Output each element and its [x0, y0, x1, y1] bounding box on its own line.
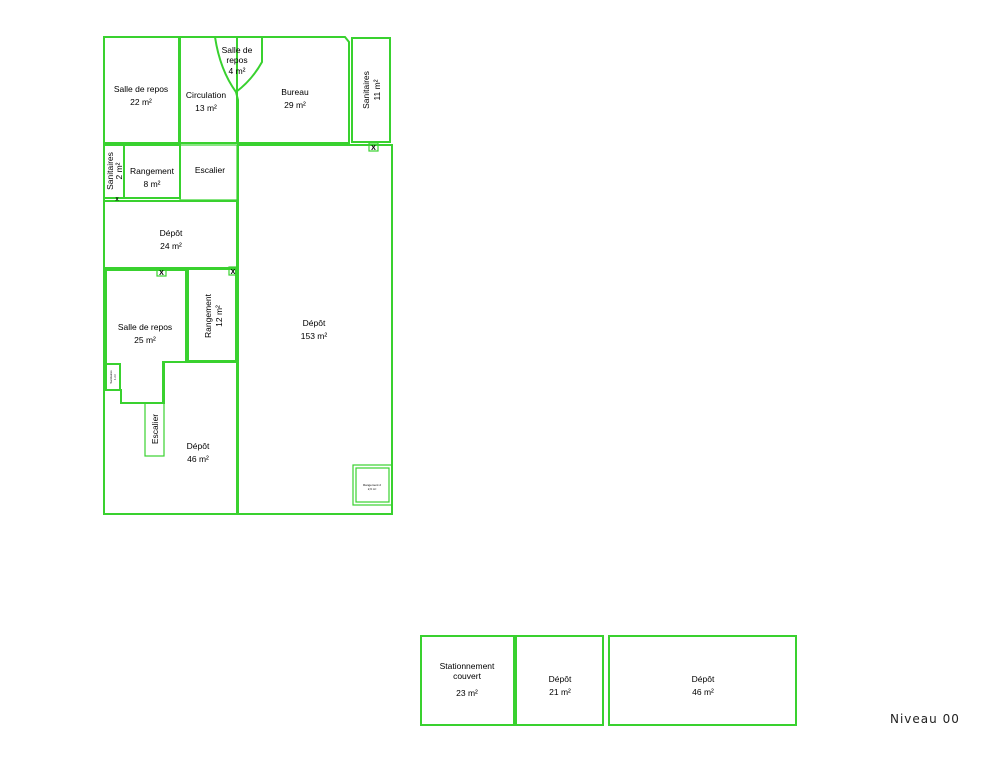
label-sanitaires-11: Sanitaires [361, 71, 371, 109]
label-escalier-top: Escalier [195, 165, 225, 175]
label-depot-21: Dépôt [549, 674, 572, 684]
area-depot-21: 21 m² [549, 687, 571, 697]
label-bureau: Bureau [281, 87, 309, 97]
label-depot-153: Dépôt [303, 318, 326, 328]
area-salle-repos-22: 22 m² [130, 97, 152, 107]
label-salle-repos-4-line2: repos [226, 55, 247, 65]
room-depot-21 [515, 635, 604, 726]
label-stationnement-line1: Stationnement [440, 661, 495, 671]
label-circulation: Circulation [186, 90, 226, 100]
area-depot-46-left: 46 m² [187, 454, 209, 464]
area-salle-repos-4: 4 m² [229, 66, 246, 76]
label-salle-repos-4-line1: Salle de [222, 45, 253, 55]
area-stationnement: 23 m² [456, 688, 478, 698]
area-depot-153: 153 m² [301, 331, 328, 341]
area-depot-46-right: 46 m² [692, 687, 714, 697]
vent-marker-label: X [231, 269, 236, 276]
label-rangement-8: Rangement [130, 166, 175, 176]
room-depot-153 [237, 144, 393, 515]
room-labels: Salle de repos 22 m² Circulation 13 m² S… [105, 45, 382, 491]
room-bureau [235, 36, 350, 144]
vent-marker [368, 142, 379, 152]
label-depot-24: Dépôt [160, 228, 183, 238]
annex-walls [420, 635, 797, 726]
area-circulation: 13 m² [195, 103, 217, 113]
label-escalier-bottom: Escalier [150, 414, 160, 444]
label-salle-repos-25: Salle de repos [118, 322, 172, 332]
building-walls: X X X X [103, 36, 393, 515]
label-salle-repos-22: Salle de repos [114, 84, 168, 94]
label-sanitaires-1: Sanitaires [109, 370, 113, 384]
area-salle-repos-25: 25 m² [134, 335, 156, 345]
room-rangement-small-inner [355, 467, 390, 503]
vent-marker [156, 267, 167, 277]
room-stationnement [420, 635, 515, 726]
label-depot-46-left: Dépôt [187, 441, 210, 451]
area-bureau: 29 m² [284, 100, 306, 110]
label-stationnement-line2: couvert [453, 671, 482, 681]
label-sanitaires-2: Sanitaires [105, 152, 115, 190]
vent-marker [228, 266, 238, 276]
area-sanitaires-1: 1 m² [113, 374, 117, 380]
label-rangement-small: Rangement 2 [363, 483, 381, 487]
building-outline [103, 37, 393, 515]
room-depot-46-right [608, 635, 797, 726]
area-rangement-8: 8 m² [144, 179, 161, 189]
room-depot-46-left [103, 361, 238, 515]
area-depot-24: 24 m² [160, 241, 182, 251]
area-rangement-small: 2,6 m² [368, 487, 377, 491]
vent-marker-label: X [159, 270, 164, 277]
room-salle-repos-4 [213, 36, 263, 94]
label-depot-46-right: Dépôt [692, 674, 715, 684]
vent-marker-label: X [115, 197, 119, 203]
area-sanitaires-11: 11 m² [372, 79, 382, 100]
room-sanitaires-11 [351, 37, 391, 143]
vent-marker-label: X [371, 145, 376, 152]
label-rangement-12: Rangement [203, 293, 213, 338]
level-label: Niveau 00 [890, 712, 960, 726]
area-sanitaires-2: 2 m² [114, 162, 124, 179]
area-rangement-12: 12 m² [214, 305, 224, 327]
annex-labels: Stationnement couvert 23 m² Dépôt 21 m² … [440, 661, 715, 698]
